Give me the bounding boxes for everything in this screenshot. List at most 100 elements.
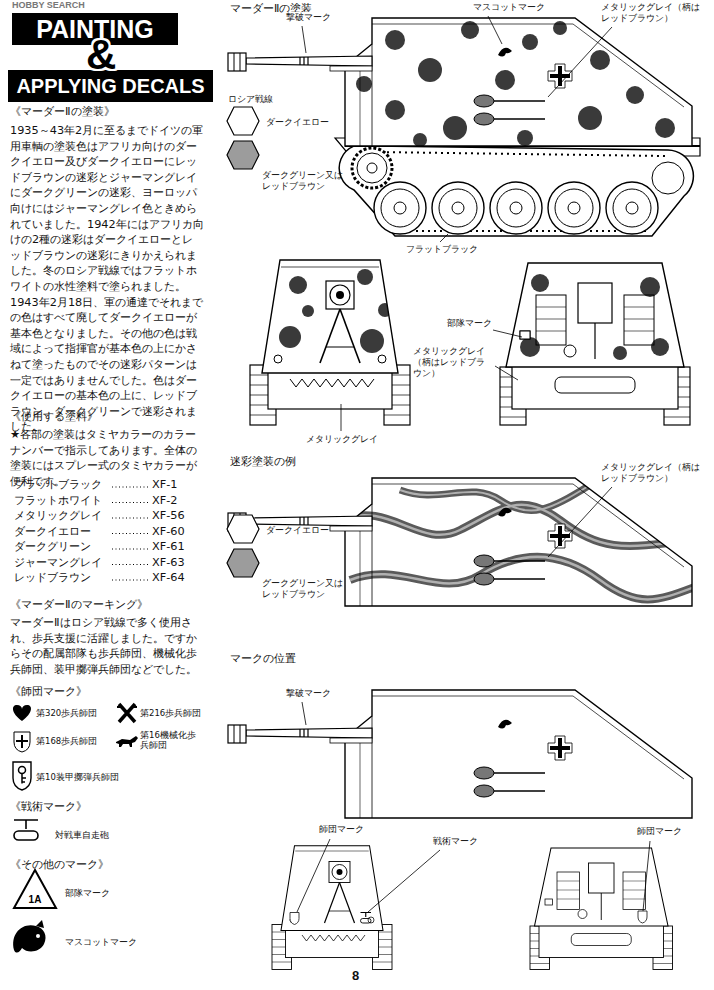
paint-code: XF-61 [152,540,185,554]
section-heading: 《使用する塗料》 [10,410,98,424]
callout-label: フラットブラック [405,244,479,255]
callout-label: メタリックグレイ（柄はレッドブラウン） [412,346,494,378]
mascot-mark-icon [13,920,45,953]
division-mark-icon [117,706,137,708]
legend-swatch [227,141,259,169]
legend-swatch [226,106,260,136]
leader-line [488,16,502,44]
side-view-camouflage [490,182,542,234]
front-view-camouflage [262,260,398,373]
rear-view-markings [530,848,673,970]
side-view-camouflage [413,133,427,147]
paint-name: ダークイエロー [14,525,91,539]
callout-label: 師団マーク [318,824,365,835]
side-view-camouflage [655,118,675,138]
front-view-markings [290,913,299,925]
section-heading: 《戦術マーク》 [10,800,87,814]
rear-view-camouflage [613,346,627,360]
division-mark-icon [14,732,30,752]
dotted-leader [112,549,148,550]
mark-name: 対戦車自走砲 [55,830,109,840]
body-text: 1935～43年2月に至るまでドイツの軍用車輌の塗装色はアフリカ向けのダークイエ… [10,123,204,435]
front-view-camouflage [289,276,307,294]
ampersand: & [86,34,116,76]
front-view-camouflage [378,303,392,317]
division-mark-icon [13,704,138,790]
view-heading: 迷彩塗装の例 [230,455,296,468]
side-view-camouflage [495,70,515,90]
side-view-camouflage [374,182,426,234]
triangle-outline [14,870,56,908]
leader-line [302,702,306,725]
side-view-markings [345,690,692,818]
side-view-camouflage [385,100,405,120]
front-view-camouflage [302,305,314,317]
division-name: 第168歩兵師団 [36,736,97,746]
tactical-mark-icon [14,831,38,840]
tactical-mark-icon [14,820,38,829]
side-view-camouflage [432,182,484,234]
side-view-camouflage [548,182,600,234]
division-mark-icon [16,735,28,748]
side-view-stripes [345,478,692,606]
front-view-camouflage [360,329,384,353]
paint-code: XF-1 [152,478,178,492]
division-name: 第16機械化歩兵師団 [140,730,204,750]
legend-text: ダークイエロー [266,117,329,128]
paint-code: XF-63 [152,556,185,570]
side-view-stripes [350,557,700,600]
side-view-stripes [400,485,590,511]
rear-view-camouflage [640,277,660,297]
watermark: HOBBY SEARCH [12,0,85,11]
side-view-camouflage [352,148,392,188]
front-view-markings [281,846,383,931]
callout-label: 撃破マーク [285,688,332,699]
body-text: マーダーⅡはロシア戦線で多く使用され、歩兵支援に活躍しました。ですからその配属部… [10,615,204,677]
view-heading: マークの位置 [230,652,296,665]
section-heading: 《マーダーⅡの塗装》 [10,105,115,119]
legend-text: ダークグリーン又はレッドブラウン [262,170,346,192]
division-mark-icon [116,736,138,747]
callout-label: メタリックグレイ [305,434,379,445]
callout-label: 撃破マーク [285,12,332,23]
tactical-mark-icon [14,820,38,840]
side-view-stripes [340,485,700,599]
leader-line [493,330,522,337]
side-view-camouflage [578,106,602,130]
rear-view-camouflage [500,263,690,425]
legend-swatch [226,514,260,544]
side-view-camouflage [228,18,700,236]
dotted-leader [112,580,148,581]
mark-name: 部隊マーク [65,888,110,898]
side-view-stripes [400,485,590,511]
side-view-camouflage [339,144,693,236]
division-name: 第216歩兵師団 [140,708,201,718]
dotted-leader [112,564,148,565]
front-view-camouflage [250,260,410,425]
division-mark-icon [13,705,31,721]
side-view-camouflage [385,30,405,50]
side-view-camouflage [606,182,658,234]
front-view-camouflage [279,326,301,348]
leader-line [440,234,448,242]
callout-label: マスコットマーク [472,2,546,13]
mark-name: マスコットマーク [65,937,137,947]
side-view-camouflage [553,21,567,35]
section-heading: 《師団マーク》 [10,685,87,699]
side-view-camouflage [626,86,644,104]
side-view-stripes [350,557,700,600]
side-view-camouflage [228,53,372,71]
rear-view-markings [638,911,647,923]
mascot-mark-icon [36,934,40,938]
rear-view-markings [530,848,673,970]
paint-code: XF-2 [152,494,178,508]
front-view-markings [361,913,372,918]
side-view-stripes [228,478,700,606]
side-view-camouflage [345,18,692,146]
paint-name: ダークグリーン [14,540,91,554]
legend-text: グークグリーン又はレッドブラウン [262,578,346,600]
side-view-markings [345,690,692,818]
legend-swatch [227,107,259,135]
legend-swatch [226,548,260,578]
paint-name: レッドブラウン [14,571,91,585]
